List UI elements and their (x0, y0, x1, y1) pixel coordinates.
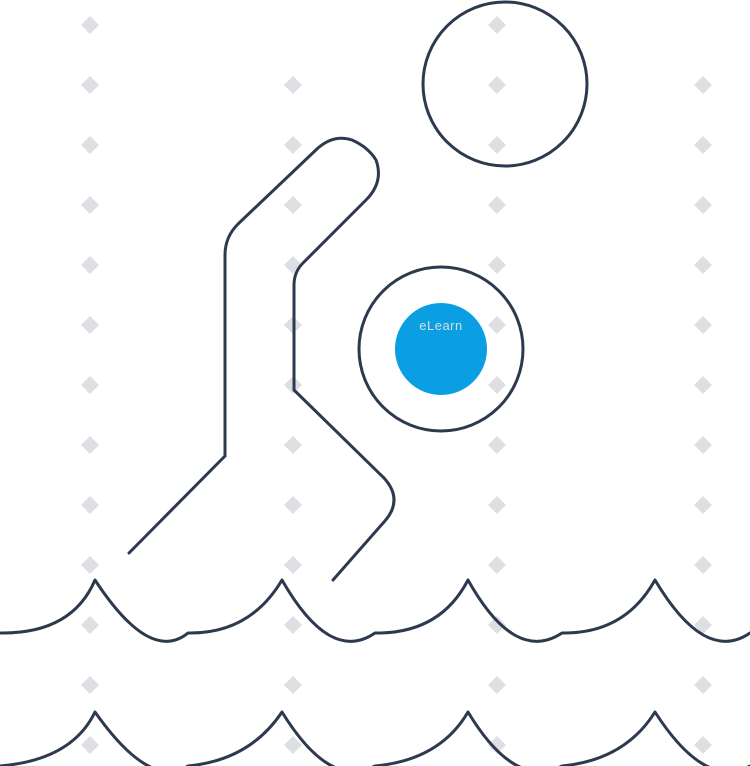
watermark-diamond (81, 316, 99, 334)
watermark-diamond (694, 436, 712, 454)
watermark-diamond (81, 616, 99, 634)
water-polo-ball (395, 303, 487, 395)
watermark-diamond (694, 736, 712, 754)
watermark-diamond (694, 76, 712, 94)
watermark-diamond (488, 496, 506, 514)
watermark-text: eLearn (419, 318, 462, 333)
upper-wave (0, 578, 750, 643)
watermark-diamond (284, 616, 302, 634)
watermark-diamond (284, 136, 302, 154)
watermark-diamond (488, 16, 506, 34)
player-body (223, 136, 396, 582)
watermark-diamond (81, 256, 99, 274)
watermark-diamond (694, 376, 712, 394)
watermark-diamond (284, 76, 302, 94)
watermark-pattern (81, 16, 712, 754)
ball-ring (357, 265, 525, 433)
watermark-diamond (694, 316, 712, 334)
watermark-diamond (694, 676, 712, 694)
watermark-diamond (694, 496, 712, 514)
watermark-diamond (284, 436, 302, 454)
watermark-diamond (694, 256, 712, 274)
watermark-diamond (284, 736, 302, 754)
watermark-diamond (488, 436, 506, 454)
watermark-diamond (81, 376, 99, 394)
watermark-diamond (488, 736, 506, 754)
watermark-diamond (488, 616, 506, 634)
watermark-diamond (694, 616, 712, 634)
watermark-diamond (694, 196, 712, 214)
watermark-diamond (488, 316, 506, 334)
watermark-diamond (488, 76, 506, 94)
watermark-diamond (81, 16, 99, 34)
watermark-diamond (81, 736, 99, 754)
lower-wave (0, 710, 750, 766)
watermark-diamond (488, 136, 506, 154)
watermark-diamond (81, 556, 99, 574)
watermark-diamond (284, 676, 302, 694)
watermark-diamond (81, 196, 99, 214)
watermark-diamond (694, 556, 712, 574)
watermark-diamond (81, 436, 99, 454)
watermark-diamond (284, 196, 302, 214)
watermark-diamond (694, 136, 712, 154)
watermark-diamond (81, 76, 99, 94)
watermark-diamond (488, 196, 506, 214)
player-leg (127, 454, 227, 555)
watermark-diamond (81, 676, 99, 694)
watermark-diamond (488, 256, 506, 274)
watermark-diamond (81, 496, 99, 514)
watermark-diamond (488, 556, 506, 574)
watermark-diamond (488, 676, 506, 694)
watermark-diamond (284, 496, 302, 514)
watermark-diamond (284, 556, 302, 574)
watermark-diamond (488, 376, 506, 394)
player-head (421, 0, 589, 168)
watermark-diamond (81, 136, 99, 154)
